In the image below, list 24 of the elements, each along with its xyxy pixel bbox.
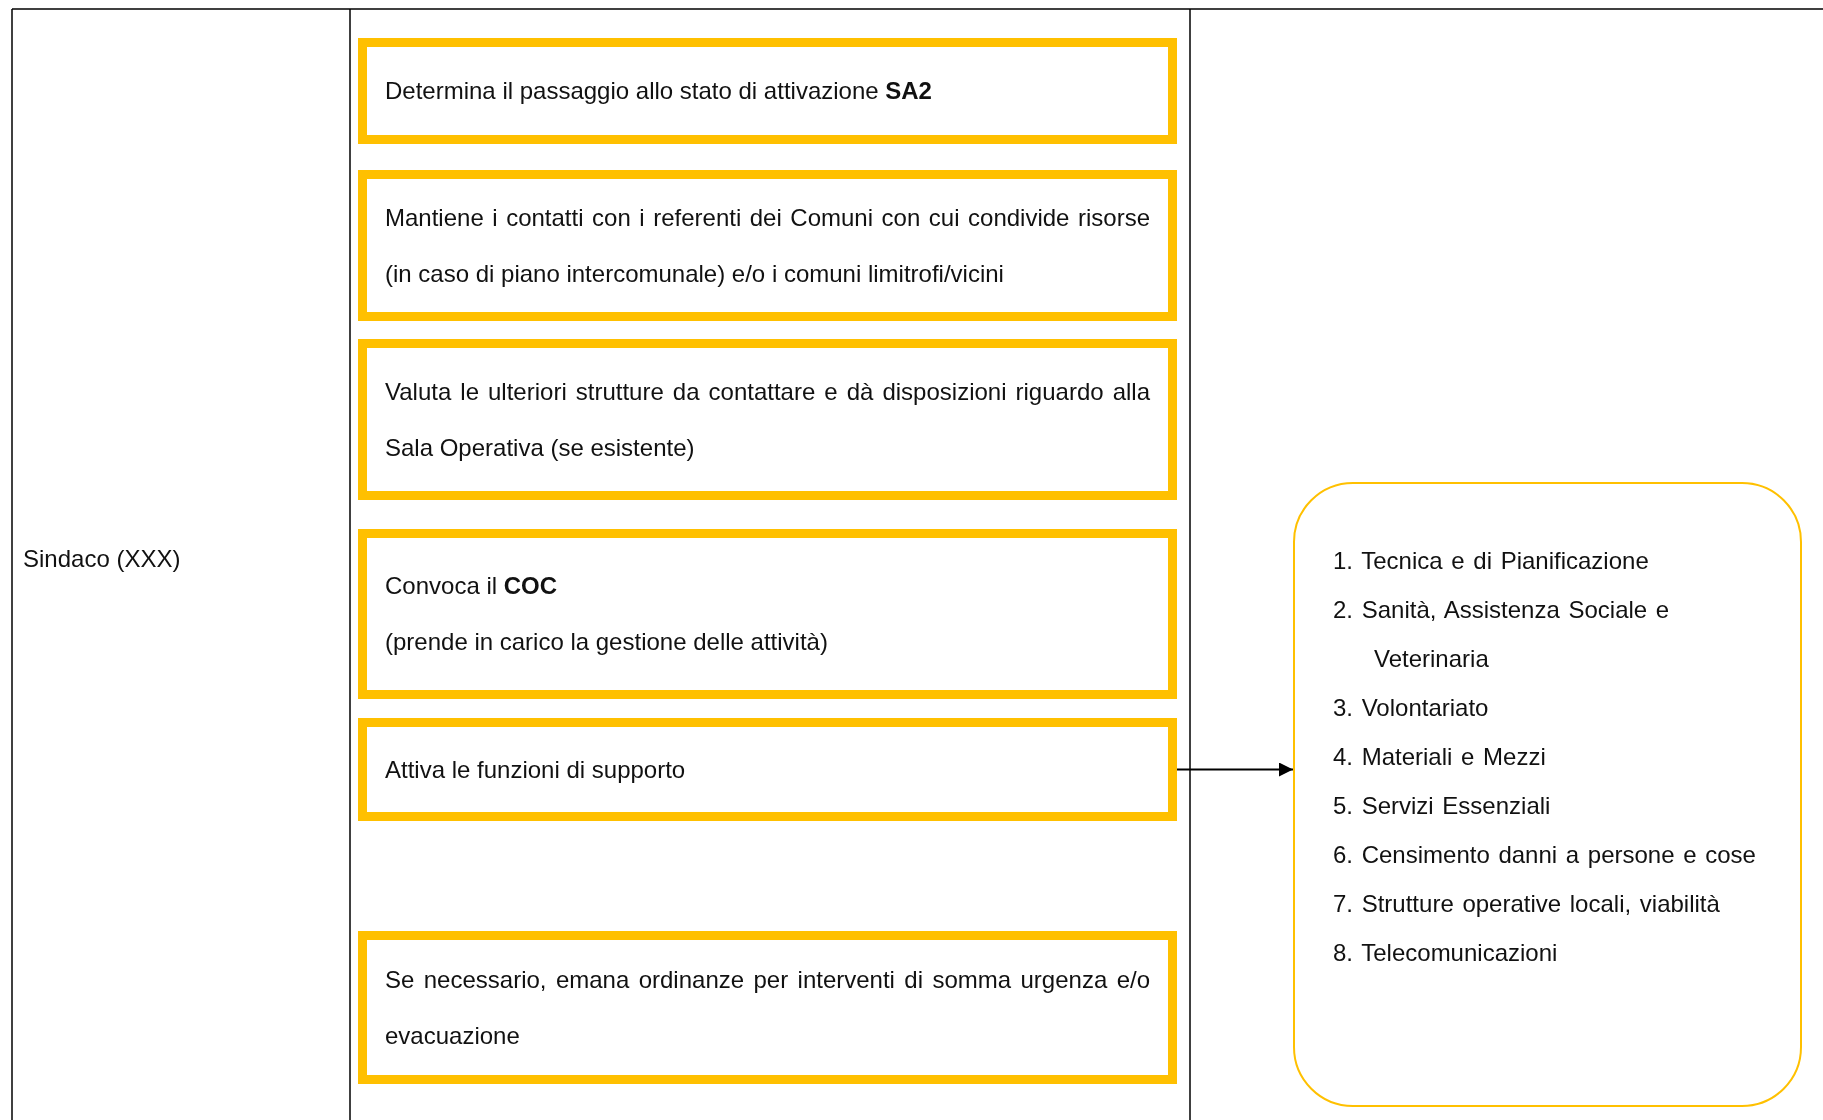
step-text: Se necessario, emana ordinanze per interventi di somma urgenza e/o evacuazione bbox=[385, 964, 1150, 1051]
list-item: 8. Telecomunicazioni bbox=[1333, 938, 1559, 968]
step-text: Attiva le funzioni di supporto bbox=[385, 754, 687, 785]
list-item: 5. Servizi Essenziali bbox=[1333, 791, 1552, 821]
list-item: 4. Materiali e Mezzi bbox=[1333, 742, 1547, 772]
step-text: Mantiene i contatti con i referenti dei Comuni con cui condivide risorse (in caso di piano intercomunale) e/o i comuni limitrofi/vicini bbox=[385, 202, 1150, 289]
process-box bbox=[358, 339, 1177, 500]
rounded-list-box bbox=[1293, 482, 1802, 1107]
role-label: Sindaco (XXX) bbox=[23, 545, 181, 573]
process-box bbox=[358, 38, 1177, 144]
process-box bbox=[358, 931, 1177, 1084]
list-item: 7. Strutture operative locali, viabilità bbox=[1333, 889, 1721, 919]
step-text: Convoca il COC bbox=[385, 571, 559, 601]
process-box bbox=[358, 529, 1177, 699]
list-item: 2. Sanità, Assistenza Sociale e Veterinaria bbox=[1333, 595, 1671, 674]
step-text: (prende in carico la gestione delle attività) bbox=[385, 627, 829, 657]
list-item: 1. Tecnica e di Pianificazione bbox=[1333, 546, 1650, 576]
step-text: Valuta le ulteriori strutture da contattare e dà disposizioni riguardo alla Sala Operativa (se esistente) bbox=[385, 376, 1150, 463]
process-box bbox=[358, 170, 1177, 321]
list-item: 6. Censimento danni a persone e cose bbox=[1333, 840, 1757, 870]
list-item: 3. Volontariato bbox=[1333, 693, 1490, 723]
arrow bbox=[1176, 762, 1294, 777]
step-text: Determina il passaggio allo stato di attivazione SA2 bbox=[385, 76, 933, 106]
process-box bbox=[358, 718, 1177, 821]
